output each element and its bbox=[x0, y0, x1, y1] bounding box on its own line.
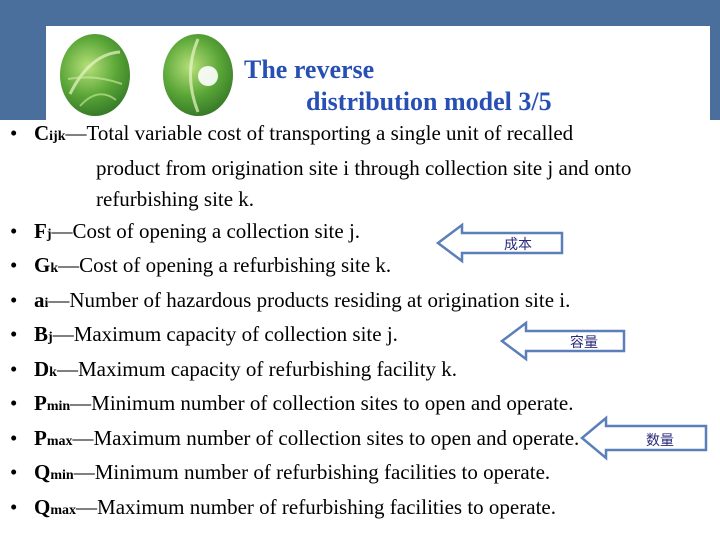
left-arrow-icon bbox=[436, 222, 564, 264]
subscript: j bbox=[46, 226, 52, 242]
symbol: Q bbox=[34, 460, 51, 484]
subscript: max bbox=[50, 502, 77, 518]
symbol: a bbox=[34, 287, 45, 312]
parameter-list: Cijk—Total variable cost of transporting… bbox=[10, 118, 715, 526]
symbol: Q bbox=[34, 494, 51, 519]
item-text: —Minimum number of collection sites to o… bbox=[70, 391, 574, 415]
list-item: Qmax—Maximum number of refurbishing faci… bbox=[10, 492, 715, 527]
item-text: —Maximum number of collection sites to o… bbox=[72, 425, 580, 450]
subscript: j bbox=[48, 330, 53, 345]
leaf-image-left bbox=[60, 34, 130, 116]
header-panel bbox=[46, 26, 710, 120]
symbol: G bbox=[34, 253, 51, 277]
left-arrow-icon bbox=[580, 415, 708, 461]
callout-cost: 成本 bbox=[436, 222, 566, 264]
symbol: B bbox=[34, 322, 49, 346]
callout-capacity: 容量 bbox=[500, 320, 628, 362]
item-text: —Cost of opening a collection site j. bbox=[51, 218, 361, 243]
item-text: —Maximum capacity of refurbishing facili… bbox=[56, 356, 458, 381]
callout-cost-label: 成本 bbox=[504, 237, 532, 253]
slide-title: The reverse distribution model 3/5 bbox=[244, 54, 714, 118]
list-item: Pmin—Minimum number of collection sites … bbox=[10, 388, 715, 423]
leaf-image-right bbox=[163, 34, 233, 116]
list-item: Pmax—Maximum number of collection sites … bbox=[10, 423, 715, 458]
list-item: ai—Number of hazardous products residing… bbox=[10, 285, 715, 320]
callout-quantity: 数量 bbox=[580, 415, 710, 461]
list-item: Qmin—Minimum number of refurbishing faci… bbox=[10, 457, 715, 492]
subscript: k bbox=[49, 364, 57, 380]
subscript: max bbox=[46, 433, 73, 449]
list-item: Cijk—Total variable cost of transporting… bbox=[10, 118, 715, 216]
symbol: D bbox=[34, 356, 50, 381]
subscript: min bbox=[46, 399, 71, 414]
item-text: —Maximum capacity of collection site j. bbox=[52, 322, 398, 346]
left-arrow-icon bbox=[500, 320, 626, 362]
symbol: P bbox=[34, 391, 47, 415]
list-item: Fj—Cost of opening a collection site j. bbox=[10, 216, 715, 251]
title-line-2: distribution model 3/5 bbox=[306, 87, 552, 116]
item-text: —Minimum number of refurbishing faciliti… bbox=[73, 460, 551, 484]
list-item: Gk—Cost of opening a refurbishing site k… bbox=[10, 250, 715, 285]
symbol: C bbox=[34, 121, 50, 145]
callout-quantity-label: 数量 bbox=[646, 433, 674, 449]
item-text-continued: refurbishing site k. bbox=[96, 187, 255, 211]
symbol: P bbox=[34, 425, 47, 450]
item-text: —Total variable cost of transporting a s… bbox=[65, 121, 574, 145]
title-line-1: The reverse bbox=[244, 55, 375, 84]
subscript: i bbox=[44, 295, 49, 311]
callout-capacity-label: 容量 bbox=[570, 335, 598, 351]
item-text: —Number of hazardous products residing a… bbox=[48, 287, 571, 312]
symbol: F bbox=[34, 218, 47, 243]
list-item: Dk—Maximum capacity of refurbishing faci… bbox=[10, 354, 715, 389]
item-text: —Maximum number of refurbishing faciliti… bbox=[76, 494, 556, 519]
item-text: —Cost of opening a refurbishing site k. bbox=[58, 253, 392, 277]
item-text-continued: product from origination site i through … bbox=[96, 155, 632, 180]
subscript: min bbox=[50, 468, 74, 483]
list-item: Bj—Maximum capacity of collection site j… bbox=[10, 319, 715, 354]
subscript: k bbox=[50, 261, 59, 276]
subscript: ijk bbox=[49, 129, 66, 144]
